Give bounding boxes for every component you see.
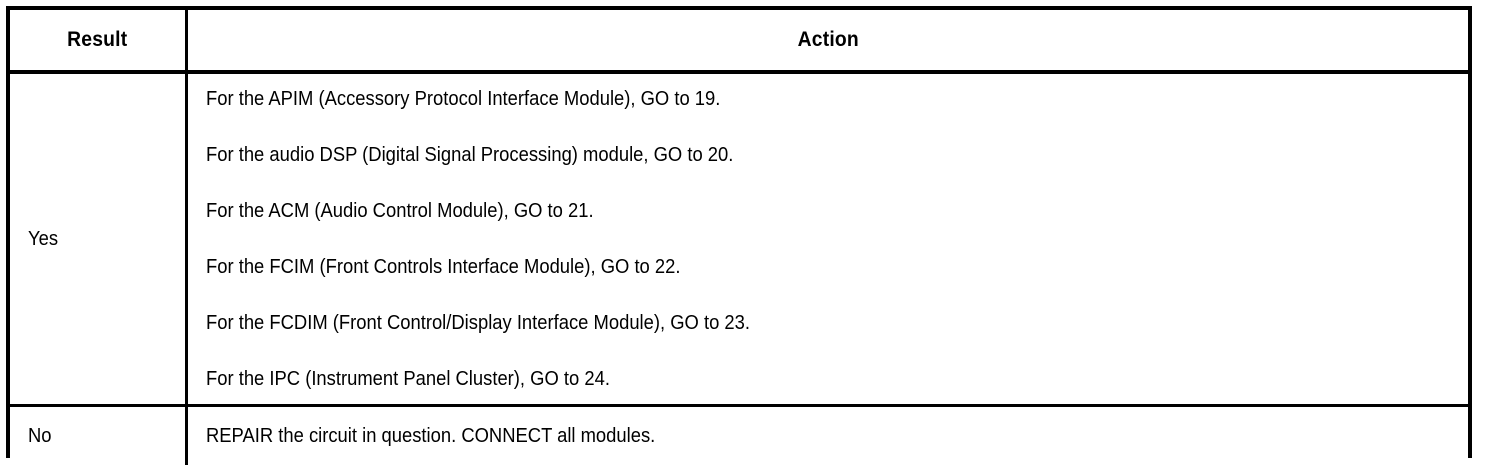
table-row: Yes For the APIM (Accessory Protocol Int…: [10, 72, 1468, 407]
action-item: REPAIR the circuit in question. CONNECT …: [205, 425, 655, 447]
action-item: For the ACM (Audio Control Module), GO t…: [205, 200, 594, 222]
table-row: No REPAIR the circuit in question. CONNE…: [10, 405, 1468, 465]
result-action-table-container: Result Action Yes For the APIM (Accessor…: [6, 6, 1472, 465]
action-list-yes: For the APIM (Accessory Protocol Interfa…: [206, 84, 1457, 394]
result-value-yes: Yes: [28, 227, 59, 250]
column-header-result-label: Result: [67, 28, 128, 51]
action-item: For the audio DSP (Digital Signal Proces…: [205, 144, 733, 166]
table-body: Yes For the APIM (Accessory Protocol Int…: [10, 72, 1468, 465]
action-item: For the FCDIM (Front Control/Display Int…: [205, 312, 750, 334]
action-item: For the FCIM (Front Controls Interface M…: [205, 256, 680, 278]
cell-action-no: REPAIR the circuit in question. CONNECT …: [186, 405, 1468, 465]
cell-result-yes: Yes: [10, 72, 188, 407]
column-header-result: Result: [10, 10, 188, 74]
action-item: For the APIM (Accessory Protocol Interfa…: [205, 88, 720, 110]
table-header-row: Result Action: [10, 10, 1468, 74]
cell-action-yes: For the APIM (Accessory Protocol Interfa…: [186, 72, 1468, 407]
column-header-action: Action: [186, 10, 1468, 74]
table-header: Result Action: [10, 10, 1468, 74]
column-header-action-label: Action: [797, 28, 859, 51]
cell-result-no: No: [10, 405, 188, 465]
action-item: For the IPC (Instrument Panel Cluster), …: [205, 368, 610, 390]
result-value-no: No: [28, 424, 52, 447]
result-action-table: Result Action Yes For the APIM (Accessor…: [10, 10, 1468, 465]
